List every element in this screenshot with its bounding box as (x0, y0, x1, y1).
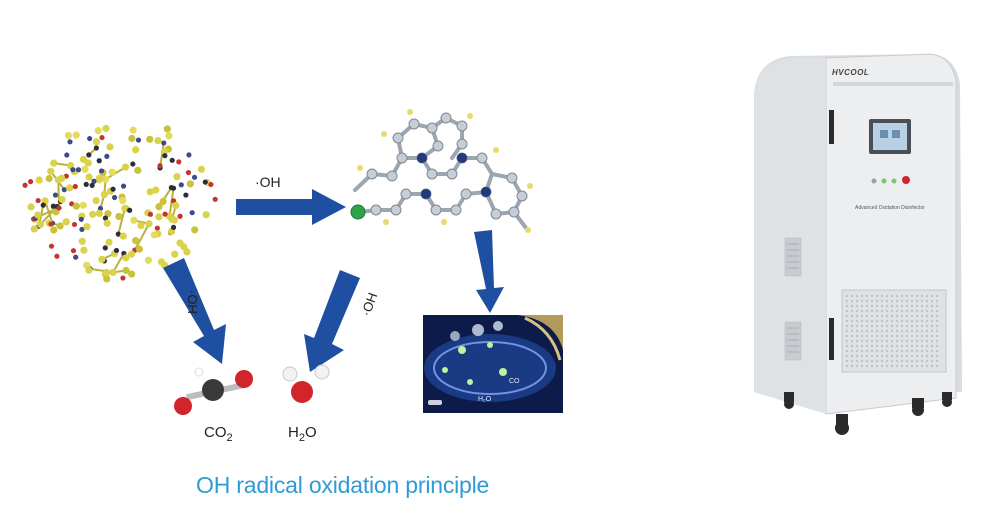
reaction-arrows (163, 189, 504, 372)
arrow-right (236, 189, 346, 225)
casters (784, 392, 952, 435)
diagram-caption: OH radical oxidation principle (196, 472, 490, 498)
co2-molecule (174, 367, 253, 415)
arrow-down-right (474, 230, 504, 313)
brand-logo-text: HVCOOL (832, 68, 870, 77)
h2o-formula: H2O (288, 424, 317, 444)
disinfector-cabinet (754, 53, 962, 435)
bacteria-inset-image (423, 315, 563, 413)
inset-h2o-label: H₂O (478, 396, 492, 403)
status-light-1 (871, 178, 877, 184)
emergency-stop (902, 176, 910, 184)
inset-co-label: CO (509, 378, 520, 385)
h2o-molecule (282, 364, 330, 403)
hydroxyl-radical-label-top: ·OH (255, 174, 281, 190)
vent-grille-right (841, 289, 947, 373)
arrow-down-middle (304, 270, 360, 372)
status-light-2 (881, 178, 887, 184)
co2-formula: CO2 (204, 424, 233, 444)
arrow-down-left (163, 258, 226, 364)
hydroxyl-radical-label-left: ·OH (185, 290, 200, 314)
organic-pollutant-molecule (22, 124, 218, 283)
status-light-3 (891, 178, 897, 184)
device-name-plate: Advanced Oxidation Disinfector (855, 205, 925, 211)
intermediate-molecule (350, 109, 533, 233)
